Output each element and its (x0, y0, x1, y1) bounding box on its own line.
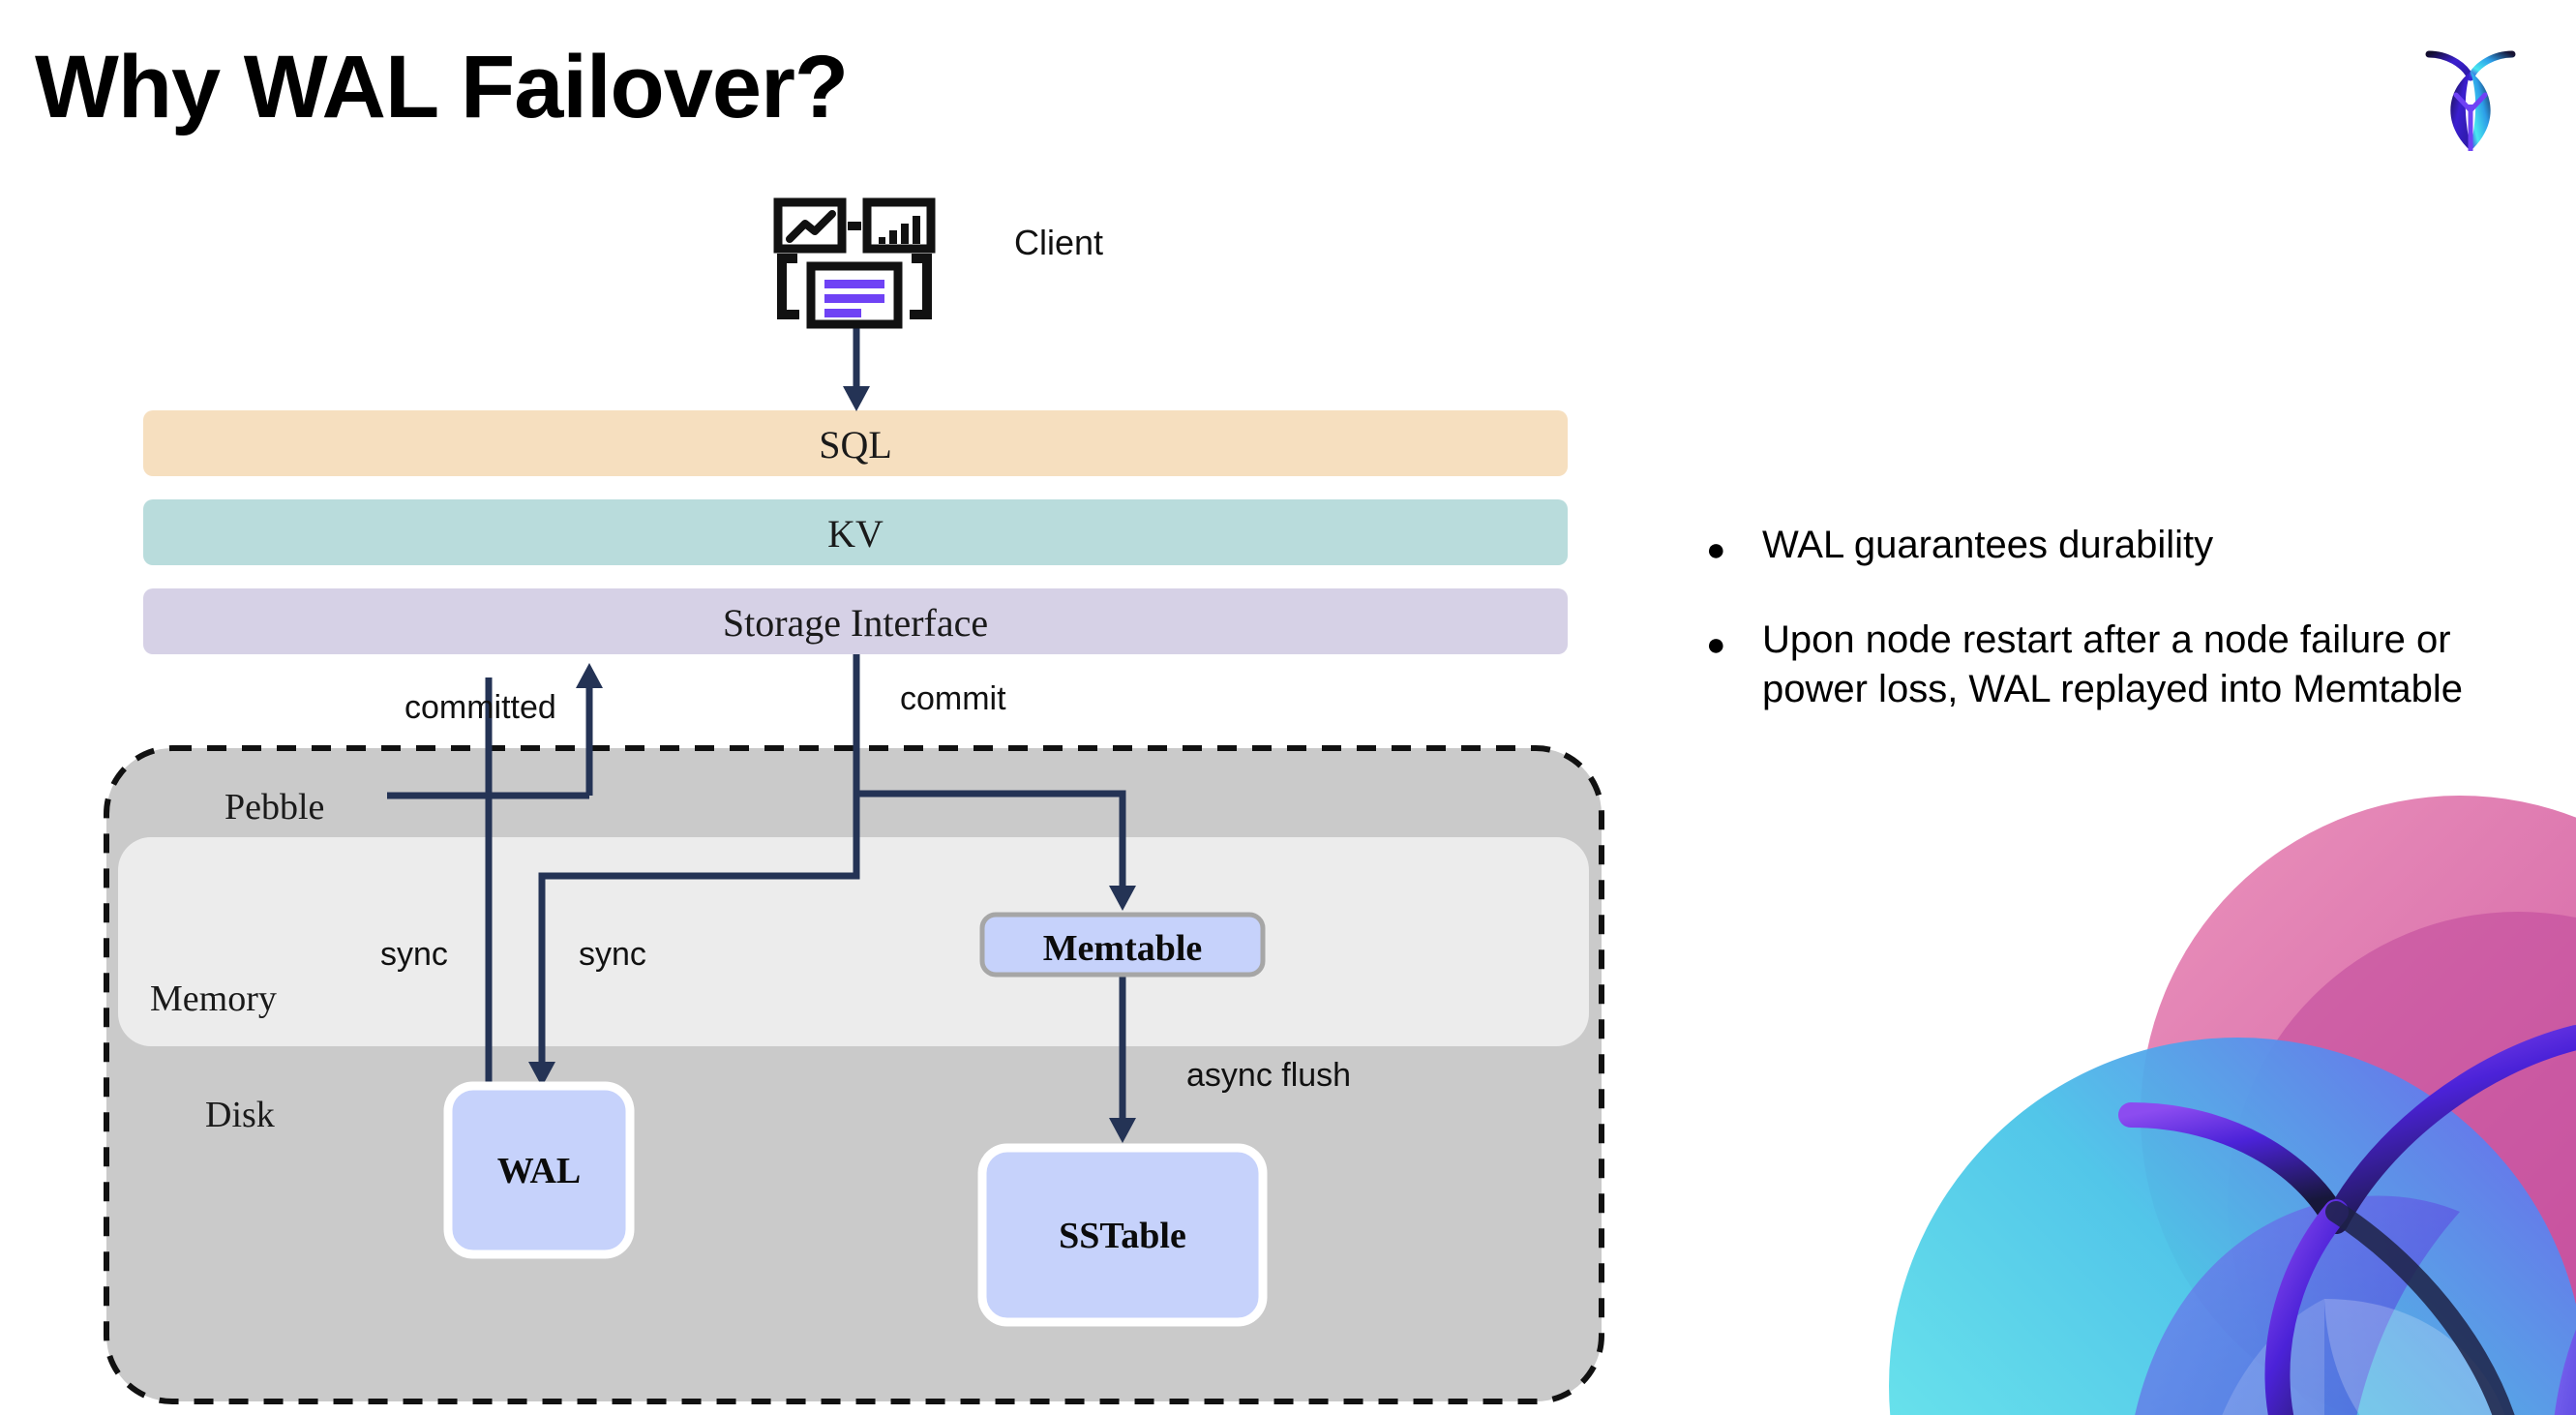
layer-label-storage-interface: Storage Interface (722, 601, 989, 645)
node-wal (443, 1081, 635, 1259)
edge-label-committed: committed (404, 689, 556, 726)
layer-bar-storage-interface (143, 588, 1568, 654)
edge-commit-to-memtable (853, 654, 1136, 911)
pebble-label: Pebble (225, 787, 325, 828)
disk-label: Disk (205, 1095, 275, 1135)
bullet-marker-icon: ● (1706, 531, 1726, 568)
edge-committed-stub (387, 677, 493, 799)
node-sstable (977, 1143, 1268, 1327)
edge-label-sync-right: sync (579, 936, 646, 973)
edge-label-async-flush: async flush (1186, 1057, 1352, 1094)
layer-label-kv: KV (827, 512, 884, 556)
node-memtable (979, 912, 1266, 978)
edge-label-commit: commit (900, 680, 1006, 717)
node-label-memtable: Memtable (1042, 928, 1203, 969)
client-monitor-icon (773, 197, 936, 329)
cockroachdb-logo-icon (2408, 35, 2533, 161)
memory-label: Memory (150, 978, 277, 1019)
edge-sync-to-wal (528, 794, 860, 1087)
bullet-text: WAL guarantees durability (1762, 524, 2214, 566)
architecture-diagram: Client SQL KV Storage Interface Pebble M… (104, 197, 1604, 1404)
cockroachdb-watermark-art (1841, 796, 2576, 1415)
client-label: Client (1014, 223, 1104, 262)
page-title: Why WAL Failover? (35, 38, 849, 136)
node-label-sstable: SSTable (1059, 1216, 1186, 1256)
layer-bar-kv (143, 499, 1568, 565)
layer-label-sql: SQL (819, 423, 892, 467)
layer-bar-sql (143, 410, 1568, 476)
list-item: ● Upon node restart after a node failure… (1698, 616, 2501, 714)
bullet-list: ● WAL guarantees durability ● Upon node … (1698, 521, 2501, 751)
bullet-text: Upon node restart after a node failure o… (1762, 618, 2464, 711)
edge-label-sync-left: sync (380, 936, 448, 973)
node-label-wal: WAL (496, 1151, 582, 1191)
bullet-marker-icon: ● (1706, 626, 1726, 663)
list-item: ● WAL guarantees durability (1698, 521, 2501, 579)
